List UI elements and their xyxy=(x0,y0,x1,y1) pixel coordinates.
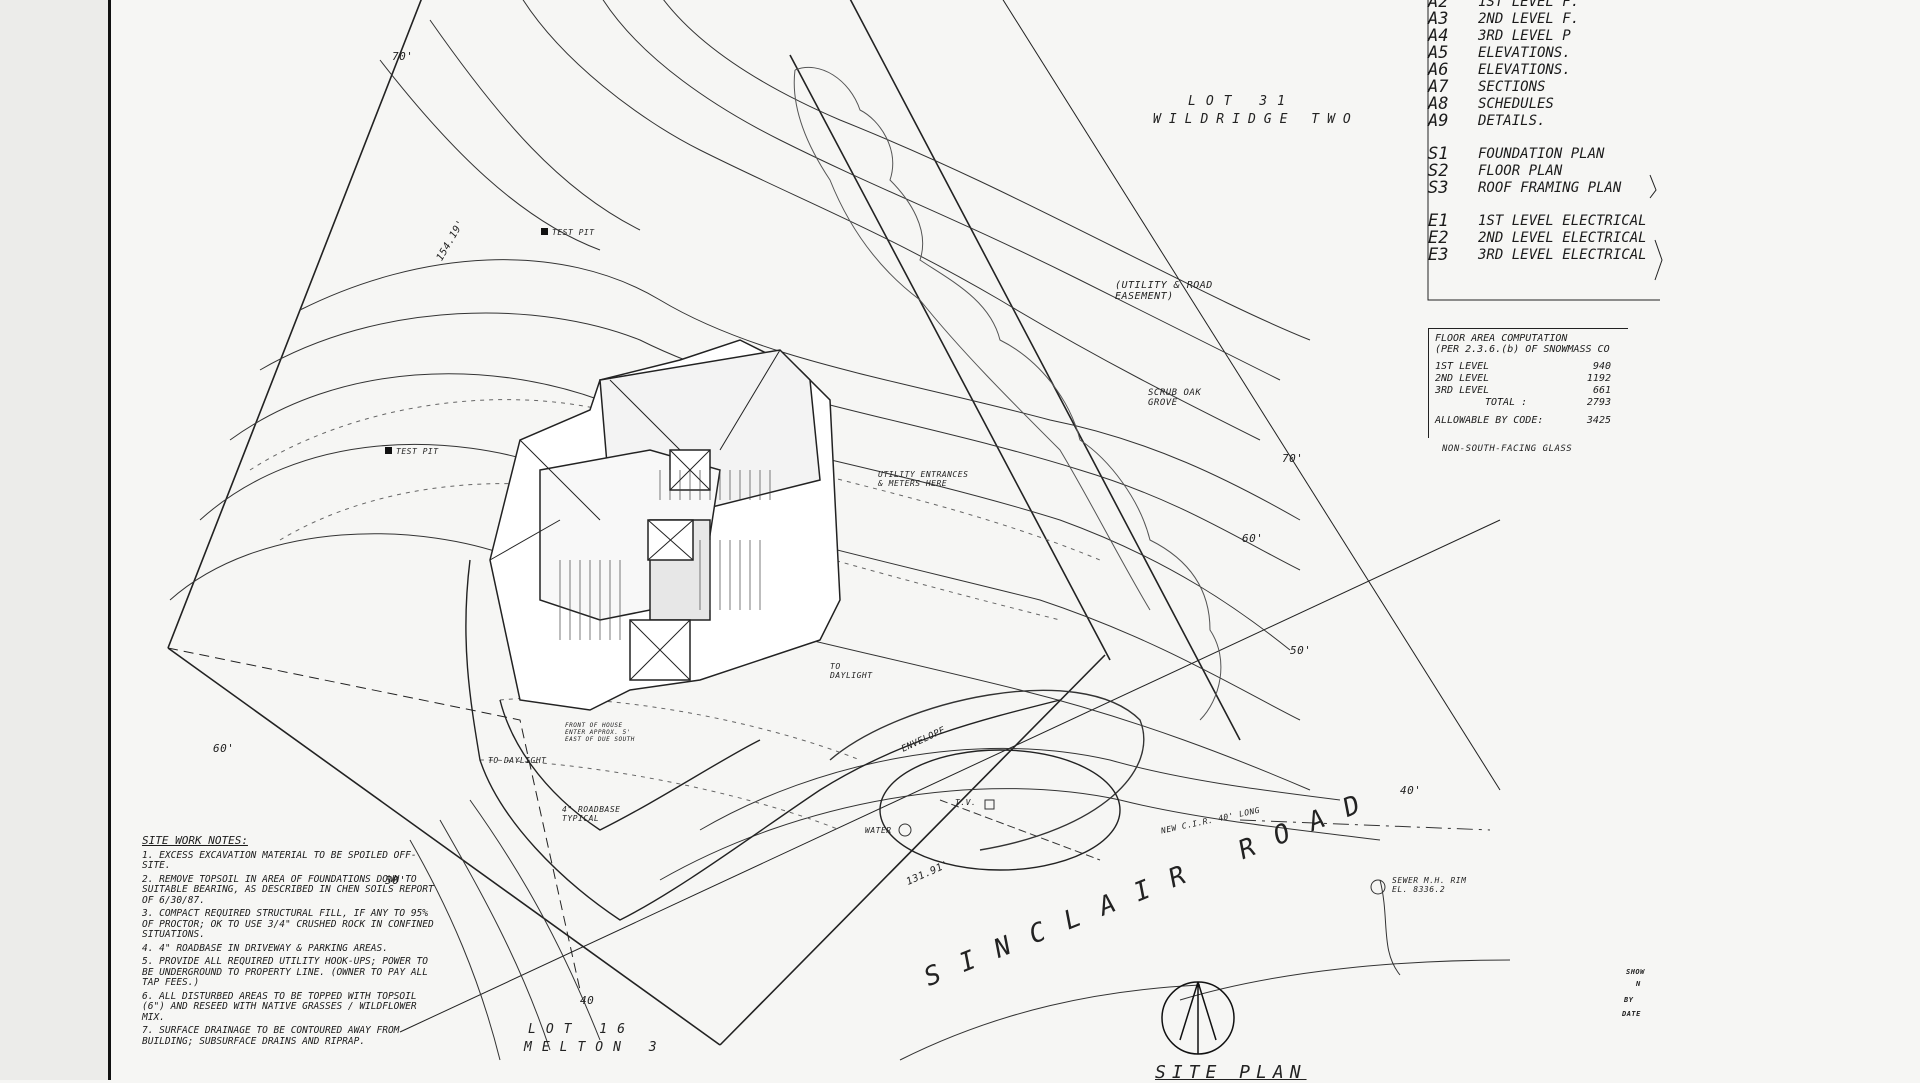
area-value: 661 xyxy=(1592,385,1611,396)
sheet-title: 3RD LEVEL P xyxy=(1478,28,1571,44)
floor-area-subtitle: (PER 2.3.6.(b) OF SNOWMASS CO xyxy=(1435,344,1610,355)
sheet-title: FOUNDATION PLAN xyxy=(1478,146,1605,162)
sheet-code: E3 xyxy=(1428,245,1449,265)
site-work-notes: SITE WORK NOTES: 1. EXCESS EXCAVATION MA… xyxy=(142,834,442,1050)
site-plan-title: SITE PLAN xyxy=(1155,1062,1307,1083)
area-label: TOTAL : xyxy=(1485,397,1528,408)
sheet-code: A5 xyxy=(1428,43,1449,63)
contour-label: 50' xyxy=(385,874,407,887)
sheet-title: FLOOR PLAN xyxy=(1478,163,1563,179)
sheet-title: SCHEDULES xyxy=(1478,96,1554,112)
area-label: ALLOWABLE BY CODE: xyxy=(1435,415,1544,426)
sheet-code: A3 xyxy=(1428,9,1449,29)
roadbase-note: 4" ROADBASE TYPICAL xyxy=(562,805,621,823)
contour-label: 40' xyxy=(1400,784,1422,797)
daylight-label: TO DAYLIGHT xyxy=(488,756,547,765)
roof-hatch xyxy=(559,470,771,640)
floor-area-title: FLOOR AREA COMPUTATION xyxy=(1435,333,1568,344)
sheet-code: A8 xyxy=(1428,94,1449,114)
stamp-text: SHOW xyxy=(1626,968,1645,976)
test-pit-label: TEST PIT xyxy=(552,228,595,237)
sheet-code: A4 xyxy=(1428,26,1449,46)
lot-16-label: LOT 16 xyxy=(528,1022,635,1037)
note-item: 2. REMOVE TOPSOIL IN AREA OF FOUNDATIONS… xyxy=(142,873,434,906)
stamp-text: BY xyxy=(1624,996,1634,1004)
stamp-text: N xyxy=(1636,980,1641,988)
sheet-title: 1ST LEVEL F. xyxy=(1478,0,1580,10)
sheet-code: A7 xyxy=(1428,77,1449,97)
note-item: 1. EXCESS EXCAVATION MATERIAL TO BE SPOI… xyxy=(142,849,417,871)
notes-heading: SITE WORK NOTES: xyxy=(142,834,248,847)
sheet-margin xyxy=(0,0,111,1080)
index-brackets xyxy=(1427,0,1663,301)
contour-label: 70' xyxy=(392,50,414,63)
north-arrow xyxy=(1161,981,1235,1055)
tv-label: T.V. xyxy=(955,798,977,807)
sheet-code: A2 xyxy=(1428,0,1449,12)
sheet-code: E2 xyxy=(1428,228,1449,248)
water-label: WATER xyxy=(865,826,892,835)
utility-lines xyxy=(898,799,1491,976)
utility-label: UTILITY ENTRANCES & METERS HERE xyxy=(878,470,969,488)
roof-ridges xyxy=(489,349,781,681)
easement-label: (UTILITY & ROAD EASEMENT) xyxy=(1115,280,1213,302)
test-pit-label: TEST PIT xyxy=(396,447,439,456)
sheet-title: SECTIONS xyxy=(1478,79,1546,95)
wildridge-label: WILDRIDGE TWO xyxy=(1153,112,1359,127)
sheet-title: 2ND LEVEL F. xyxy=(1478,11,1580,27)
glass-note: NON-SOUTH-FACING GLASS xyxy=(1442,444,1573,454)
note-item: 4. 4" ROADBASE IN DRIVEWAY & PARKING ARE… xyxy=(142,942,388,954)
sheet-title: ELEVATIONS. xyxy=(1478,62,1571,78)
sheet-code: S2 xyxy=(1428,161,1449,181)
contour-label: 50' xyxy=(1290,644,1312,657)
floor-area-computation: FLOOR AREA COMPUTATION (PER 2.3.6.(b) OF… xyxy=(1428,328,1628,438)
area-value: 1192 xyxy=(1586,373,1611,384)
sheet-title: ROOF FRAMING PLAN xyxy=(1478,180,1622,196)
contour-label: 40 xyxy=(580,994,595,1007)
sewer-label: SEWER M.H. RIM EL. 8336.2 xyxy=(1392,876,1467,894)
area-value: 940 xyxy=(1592,361,1611,372)
contour-label: 70' xyxy=(1282,452,1304,465)
front-house-note: FRONT OF HOUSE ENTER APPROX. 5' EAST OF … xyxy=(565,722,635,743)
sheet-code: A9 xyxy=(1428,111,1449,131)
note-item: 6. ALL DISTURBED AREAS TO BE TOPPED WITH… xyxy=(142,990,417,1023)
lot-31-label: LOT 31 xyxy=(1188,94,1295,109)
contour-label: 60' xyxy=(1242,532,1264,545)
scrub-oak-label: SCRUB OAK GROVE xyxy=(1148,388,1202,408)
sheet-code: S1 xyxy=(1428,144,1449,164)
property-lines xyxy=(167,0,1501,1046)
sheet-index: A2 1ST LEVEL F. A3 2ND LEVEL F. A4 3RD LEVE… xyxy=(1428,0,1690,264)
area-label: 1ST LEVEL xyxy=(1435,361,1490,372)
sheet-title: 1ST LEVEL ELECTRICAL xyxy=(1478,213,1647,229)
sheet-code: S3 xyxy=(1428,178,1449,198)
area-label: 3RD LEVEL xyxy=(1435,385,1490,396)
sheet-title: 2ND LEVEL ELECTRICAL xyxy=(1478,230,1647,246)
sheet-title: 3RD LEVEL ELECTRICAL xyxy=(1478,247,1647,263)
scrub-oak-grove xyxy=(793,66,1222,721)
area-value: 3425 xyxy=(1586,415,1611,426)
driveway xyxy=(465,559,1121,921)
sheet-code: E1 xyxy=(1428,211,1449,231)
house-footprint xyxy=(489,339,841,711)
note-item: 7. SURFACE DRAINAGE TO BE CONTOURED AWAY… xyxy=(142,1025,400,1047)
area-value: 2793 xyxy=(1586,397,1611,408)
sheet-code: A6 xyxy=(1428,60,1449,80)
stamp-text: DATE xyxy=(1622,1010,1641,1018)
daylight-label: TO DAYLIGHT xyxy=(830,662,873,680)
note-item: 5. PROVIDE ALL REQUIRED UTILITY HOOK-UPS… xyxy=(142,956,428,988)
melton-label: MELTON 3 xyxy=(524,1040,667,1055)
test-pits xyxy=(385,228,548,454)
note-item: 3. COMPACT REQUIRED STRUCTURAL FILL, IF … xyxy=(142,908,434,940)
sheet-title: DETAILS. xyxy=(1478,113,1546,129)
sheet-title: ELEVATIONS. xyxy=(1478,45,1571,61)
contour-label: 60' xyxy=(213,742,235,755)
area-label: 2ND LEVEL xyxy=(1435,373,1490,384)
